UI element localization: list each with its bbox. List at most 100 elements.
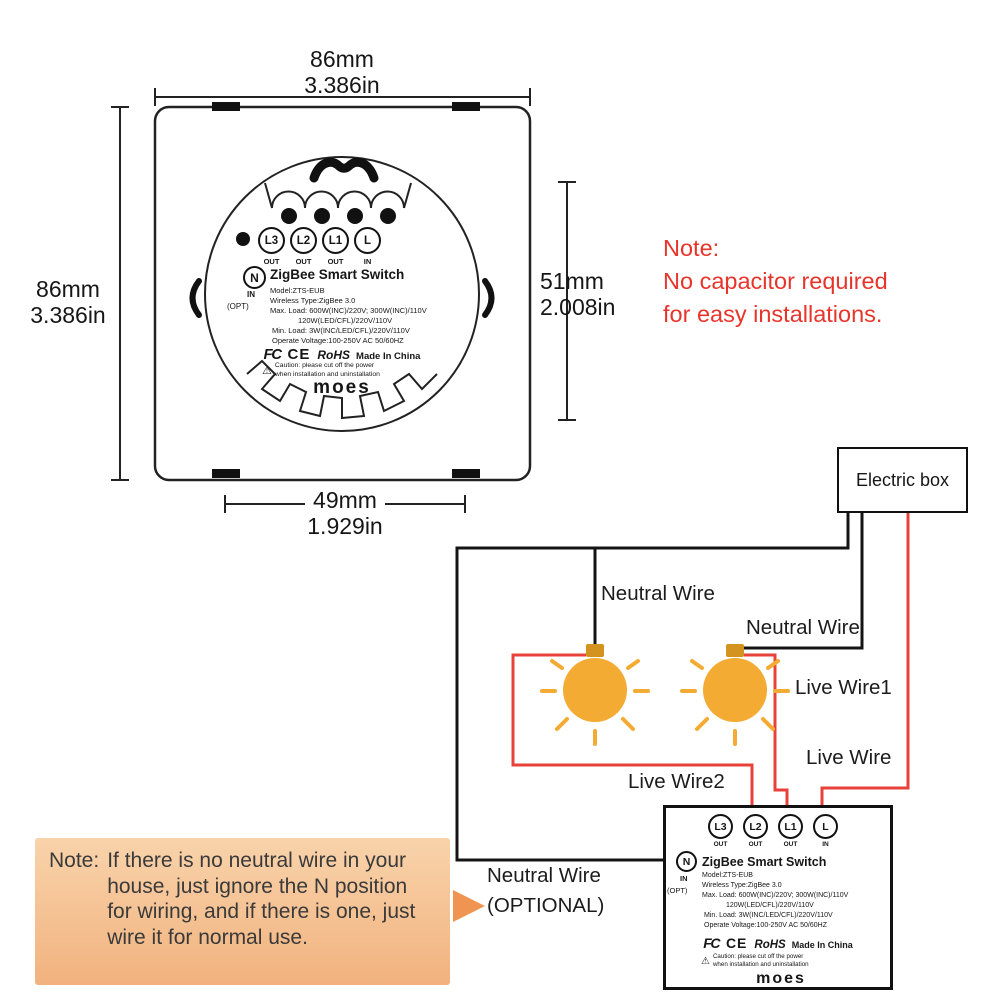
left-dimension-in: 3.386in — [30, 302, 106, 328]
device-title: ZigBee Smart Switch — [702, 855, 827, 869]
device-max-load: Max. Load: 600W(INC)/220V; 300W(INC)/110… — [270, 306, 427, 315]
bottom-dimension-mm: 49mm — [305, 487, 385, 513]
device-certifications: FC CE RoHS Made In China — [232, 346, 452, 363]
caution-line2: when installation and uninstallation — [712, 961, 809, 968]
capacitor-note-line2: No capacitor required — [663, 268, 888, 294]
terminal-l2-dir: OUT — [295, 257, 312, 266]
device-model: Model:ZTS-EUB — [702, 872, 753, 879]
device-load-led: 120W(LED/CFL)/220V/110V — [298, 316, 393, 325]
rohs-mark: RoHS — [317, 348, 351, 362]
left-dimension-line — [111, 106, 129, 481]
ce-mark-icon: CE — [287, 346, 311, 363]
moes-logo: moes — [756, 970, 806, 987]
top-dimension-mm: 86mm — [310, 46, 374, 72]
arrow-right-icon — [453, 890, 485, 922]
electric-box: Electric box — [837, 447, 968, 513]
terminal-n: N — [676, 851, 697, 872]
fcc-mark-icon: FC — [703, 935, 720, 951]
right-dimension-line — [558, 181, 576, 421]
heat-sink-teeth — [246, 359, 438, 420]
live-wires — [511, 513, 910, 806]
spring-clip — [309, 157, 379, 183]
device-caution: ⚠ Caution: please cut off the power when… — [701, 953, 809, 969]
neutral-note-prefix: Note: — [49, 849, 100, 872]
terminal-n-dir: IN — [680, 874, 688, 883]
device-wireless: Wireless Type:ZigBee 3.0 — [270, 296, 356, 305]
device-model: Model:ZTS-EUB — [270, 286, 325, 295]
left-dimension-label: 86mm 3.386in — [20, 276, 116, 328]
neutral-wire-bulb2 — [740, 513, 864, 650]
neutral-optional-label-line2: (OPTIONAL) — [487, 894, 605, 917]
bottom-dimension-label: 49mm 1.929in — [245, 487, 445, 539]
warning-icon: ⚠ — [701, 955, 710, 967]
live-wire-label: Live Wire — [806, 746, 892, 769]
terminal-l3-dir: OUT — [713, 841, 728, 848]
caution-line2: when installation and uninstallation — [274, 370, 380, 378]
right-side-clip — [482, 278, 495, 318]
right-dimension-mm: 51mm — [540, 268, 604, 294]
capacitor-note-line1: Note: — [663, 235, 720, 261]
live-wire2-label: Live Wire2 — [628, 770, 725, 793]
moes-logo: moes — [313, 377, 371, 398]
opt-label: (OPT) — [227, 302, 249, 311]
terminal-n: N — [243, 266, 266, 289]
ce-mark-icon: CE — [725, 935, 748, 951]
live-wire1-label: Live Wire1 — [795, 676, 892, 699]
top-dimension-line — [154, 88, 531, 106]
capacitor-note-line3: for easy installations. — [663, 301, 883, 327]
device-wireless: Wireless Type:ZigBee 3.0 — [702, 882, 782, 889]
terminal-l1: L1 — [778, 814, 803, 839]
wire-holes — [281, 208, 396, 224]
bottom-dimension-in: 1.929in — [307, 513, 383, 539]
screw-dot — [236, 232, 250, 246]
live-wire-from-box — [820, 513, 910, 806]
neutral-optional-label-line1: Neutral Wire — [487, 864, 601, 887]
terminal-l2: L2 — [743, 814, 768, 839]
made-in-china: Made In China — [791, 940, 853, 950]
terminal-l: L — [354, 227, 381, 254]
caution-line1: Caution: please cut off the power — [274, 362, 375, 369]
caution-line1: Caution: please cut off the power — [712, 953, 804, 960]
right-dimension-label: 51mm 2.008in — [540, 268, 650, 320]
device-voltage: Operate Voltage:100-250V AC 50/60HZ — [704, 922, 827, 929]
device-max-load: Max. Load: 600W(INC)/220V; 300W(INC)/110… — [702, 892, 849, 899]
terminal-n-dir: IN — [247, 290, 255, 299]
live-wire1-bulb2 — [744, 653, 789, 806]
top-dimension-in: 3.386in — [304, 72, 380, 98]
live-wire2-bulb1 — [511, 653, 754, 806]
left-side-clip — [189, 278, 202, 318]
neutral-note-box: Note: If there is no neutral wire in you… — [35, 838, 450, 985]
terminal-l: L — [813, 814, 838, 839]
switch-module-circle — [189, 156, 495, 432]
scalloped-cover-edge — [271, 190, 405, 209]
fcc-mark-icon: FC — [263, 346, 283, 363]
bulb-1 — [540, 644, 650, 746]
capacitor-note: Note: No capacitor required for easy ins… — [663, 232, 888, 331]
top-dimension-label: 86mm 3.386in — [242, 46, 442, 98]
terminal-l-dir: IN — [822, 841, 829, 848]
device-voltage: Operate Voltage:100-250V AC 50/60HZ — [272, 336, 404, 345]
terminal-l1-dir: OUT — [783, 841, 798, 848]
rohs-mark: RoHS — [754, 939, 786, 951]
bulb-2 — [680, 644, 790, 746]
neutral-note-body: If there is no neutral wire in your hous… — [107, 849, 416, 949]
electric-box-label: Electric box — [855, 469, 950, 490]
terminal-l-dir: IN — [363, 257, 372, 266]
neutral-wire-label-1: Neutral Wire — [601, 582, 715, 605]
device-caution: ⚠ Caution: please cut off the power when… — [262, 362, 380, 379]
device-title: ZigBee Smart Switch — [270, 267, 405, 282]
device-min-load: Min. Load: 3W(INC/LED/CFL)/220V/110V — [704, 912, 833, 919]
left-dimension-mm: 86mm — [36, 276, 100, 302]
neutral-wire-to-switch — [455, 513, 850, 862]
neutral-wire-label-2: Neutral Wire — [746, 616, 860, 639]
terminal-l1: L1 — [322, 227, 349, 254]
terminal-l2: L2 — [290, 227, 317, 254]
terminal-l1-dir: OUT — [327, 257, 344, 266]
device-min-load: Min. Load: 3W(INC/LED/CFL)/220V/110V — [272, 326, 410, 335]
right-dimension-in: 2.008in — [540, 294, 616, 320]
terminal-l3-dir: OUT — [263, 257, 280, 266]
terminal-l3: L3 — [258, 227, 285, 254]
opt-label: (OPT) — [667, 886, 688, 895]
neutral-wires — [455, 513, 864, 862]
